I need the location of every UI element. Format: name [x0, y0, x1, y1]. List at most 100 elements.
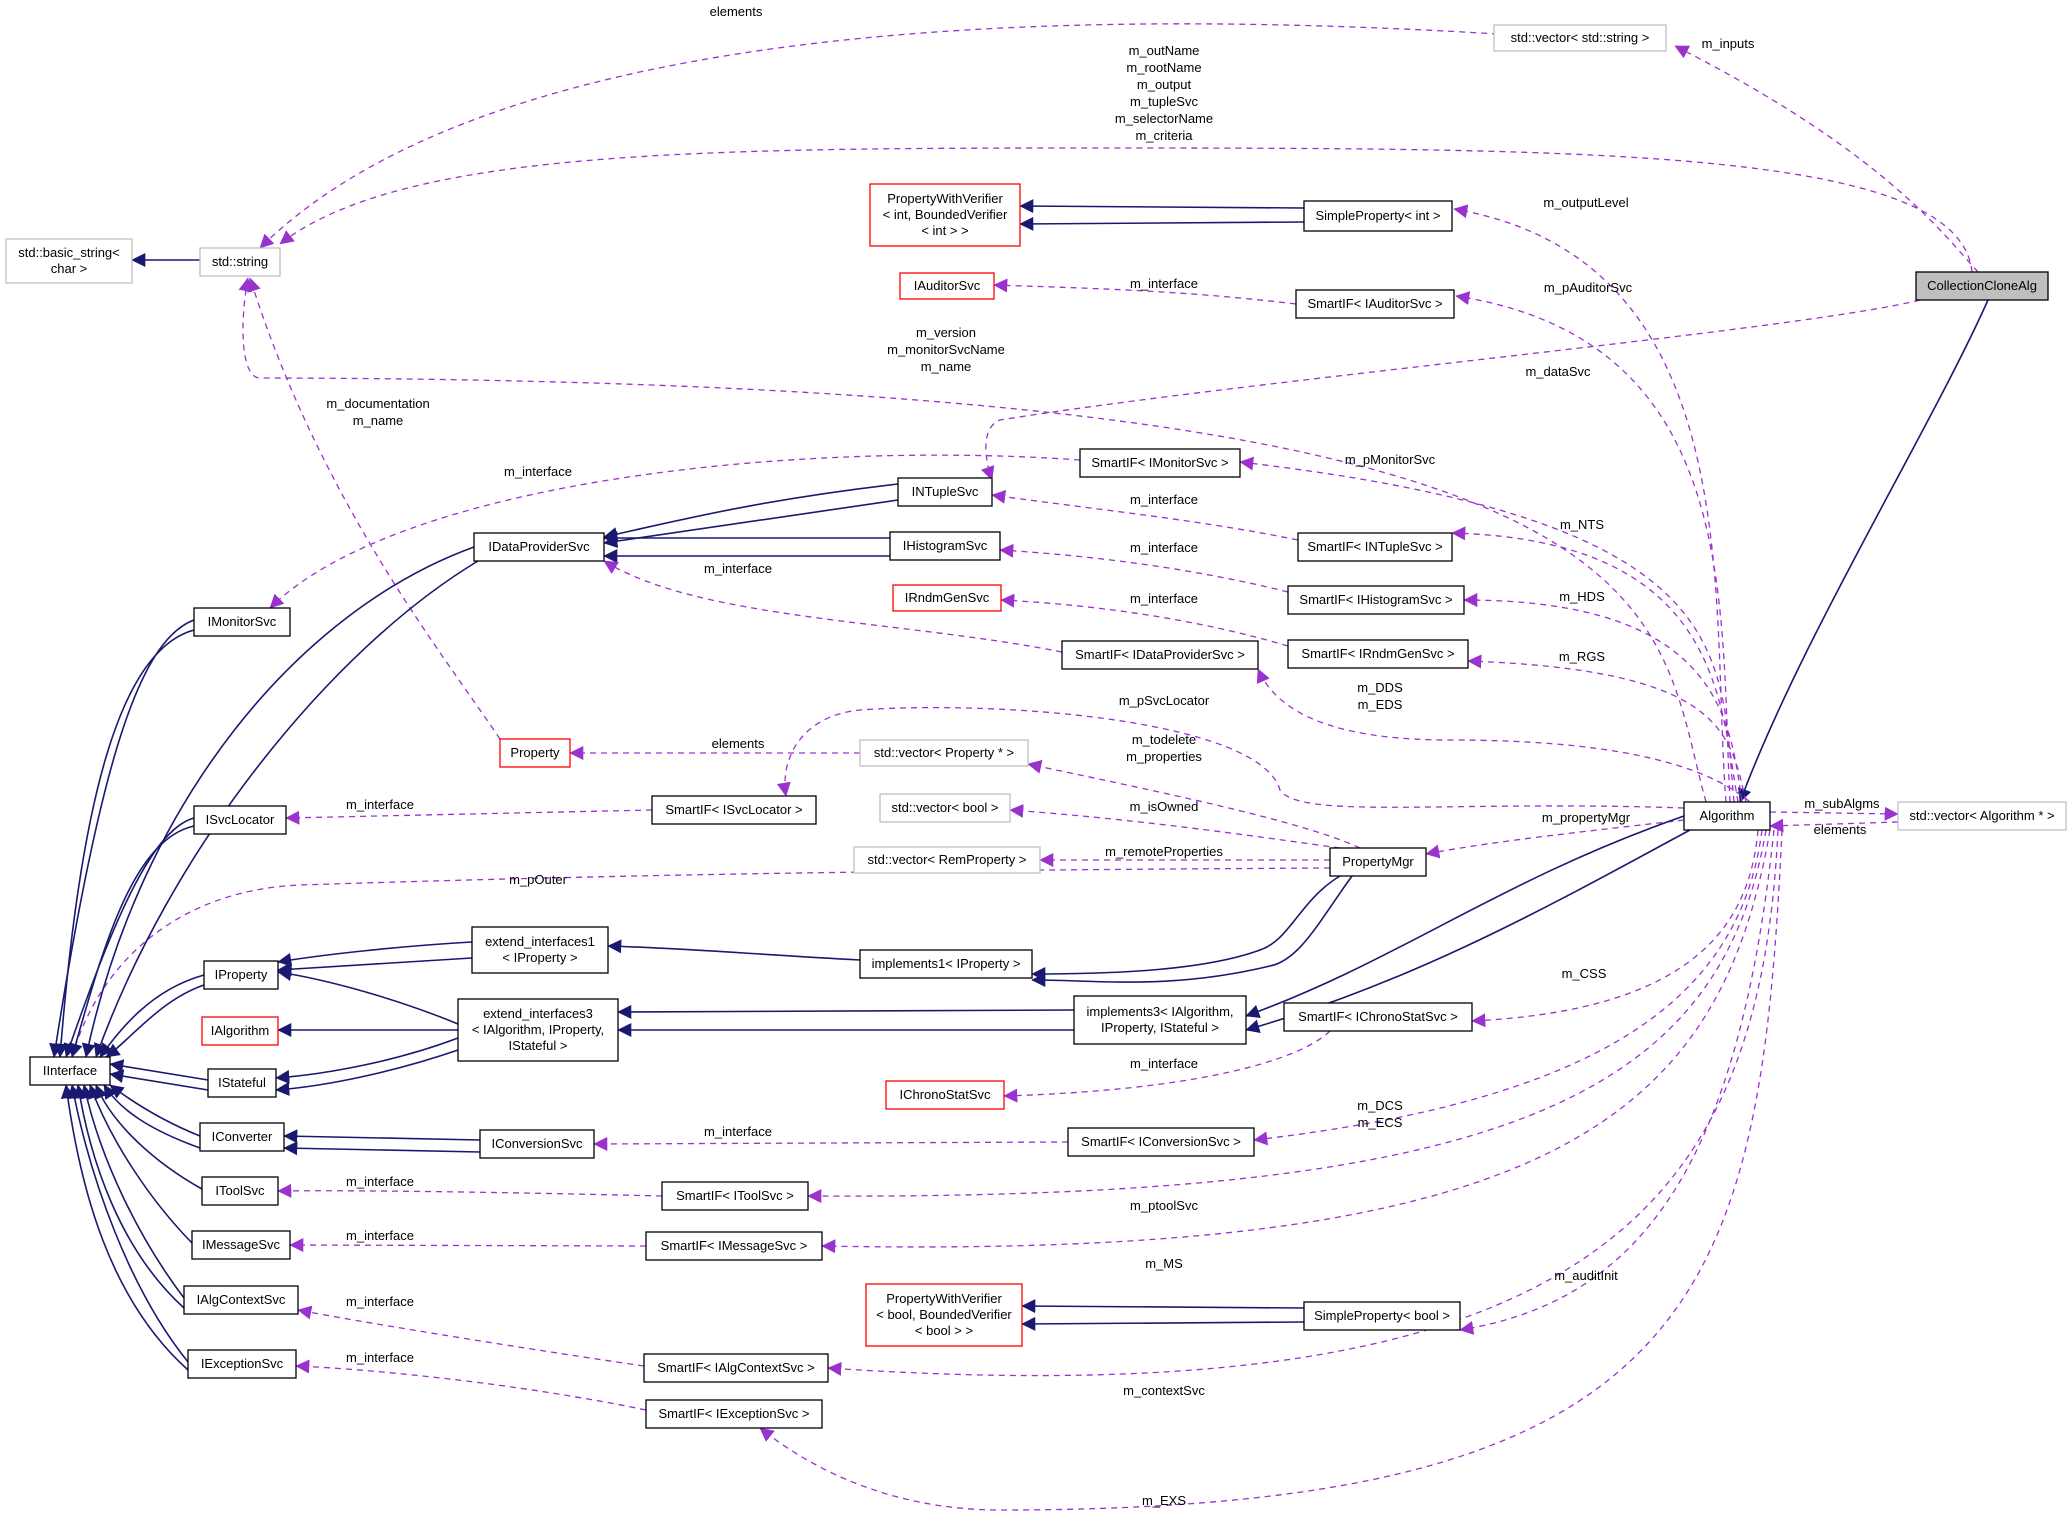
class-node-SIFChrono[interactable]: SmartIF< IChronoStatSvc > — [1283, 1002, 1473, 1032]
edge-label-el_inputs: m_inputs — [1702, 36, 1755, 51]
class-node-impl1[interactable]: implements1< IProperty > — [859, 949, 1033, 979]
class-node-SIFHist[interactable]: SmartIF< IHistogramSvc > — [1287, 585, 1465, 615]
class-name-line: std::string — [212, 254, 268, 269]
edge-label-el_ptoolSvc: m_ptoolSvc — [1130, 1198, 1198, 1213]
edge-label-text: m_pSvcLocator — [1119, 693, 1210, 708]
class-box — [859, 739, 1029, 767]
class-node-IAuditorSvc[interactable]: IAuditorSvc — [899, 272, 995, 300]
class-node-SIFDataProv[interactable]: SmartIF< IDataProviderSvc > — [1061, 640, 1259, 670]
class-node-INTupleSvc[interactable]: INTupleSvc — [897, 477, 993, 507]
class-box — [193, 607, 291, 637]
class-node-IChronoStatSvc[interactable]: IChronoStatSvc — [885, 1080, 1005, 1110]
edge-label-el_dataprov_iface: m_interface — [704, 561, 772, 576]
class-node-vecAlg[interactable]: std::vector< Algorithm * > — [1897, 801, 2067, 831]
class-box — [1329, 847, 1427, 877]
class-box — [865, 1283, 1023, 1347]
class-node-IExceptionSvc[interactable]: IExceptionSvc — [187, 1349, 297, 1379]
class-node-SIFAuditor[interactable]: SmartIF< IAuditorSvc > — [1295, 289, 1455, 319]
class-box — [193, 805, 287, 835]
class-node-SIFMonitor[interactable]: SmartIF< IMonitorSvc > — [1079, 448, 1241, 478]
class-box — [1067, 1127, 1255, 1157]
class-node-PWVbool[interactable]: PropertyWithVerifier< bool, BoundedVerif… — [865, 1283, 1023, 1347]
edge-label-el_pMonitorSvc: m_pMonitorSvc — [1345, 452, 1436, 467]
edge-label-el_chrono_iface: m_interface — [1130, 1056, 1198, 1071]
class-node-IDataProviderSvc[interactable]: IDataProviderSvc — [473, 532, 605, 562]
usage-edge-39 — [1253, 829, 1763, 1146]
class-node-SIFAlgCtx[interactable]: SmartIF< IAlgContextSvc > — [643, 1353, 829, 1383]
inheritance-edge-66 — [283, 1141, 481, 1156]
class-node-CollectionCloneAlg[interactable]: CollectionCloneAlg — [1915, 271, 2049, 301]
class-name-line: IExceptionSvc — [201, 1356, 284, 1371]
class-box — [651, 795, 817, 825]
class-node-SIFSvcLoc[interactable]: SmartIF< ISvcLocator > — [651, 795, 817, 825]
class-node-IInterface[interactable]: IInterface — [29, 1056, 111, 1086]
class-node-IAlgContextSvc[interactable]: IAlgContextSvc — [183, 1285, 299, 1315]
edge-label-el_prop_elements: elements — [712, 736, 765, 751]
class-name-line: CollectionCloneAlg — [1927, 278, 2037, 293]
inheritance-edge-70 — [54, 629, 195, 1058]
class-node-SIFRndm[interactable]: SmartIF< IRndmGenSvc > — [1287, 639, 1469, 669]
class-box — [207, 1068, 277, 1098]
inheritance-edge-72 — [68, 825, 195, 1058]
usage-edge-30 — [285, 809, 653, 825]
class-node-SIFTool[interactable]: SmartIF< IToolSvc > — [661, 1181, 809, 1211]
class-node-Property[interactable]: Property — [499, 738, 571, 768]
class-node-IToolSvc[interactable]: IToolSvc — [201, 1176, 279, 1206]
class-node-IAlgorithm[interactable]: IAlgorithm — [201, 1016, 279, 1046]
edge-label-text: m_contextSvc — [1123, 1383, 1205, 1398]
class-node-IMessageSvc[interactable]: IMessageSvc — [191, 1230, 291, 1260]
edge-label-el_elements_top: elements — [710, 4, 763, 19]
class-node-IMonitorSvc[interactable]: IMonitorSvc — [193, 607, 291, 637]
class-node-vecRem[interactable]: std::vector< RemProperty > — [853, 846, 1041, 874]
class-node-SIFNTuple[interactable]: SmartIF< INTupleSvc > — [1297, 532, 1453, 562]
class-node-ext3[interactable]: extend_interfaces3< IAlgorithm, IPropert… — [457, 998, 619, 1062]
edge-label-el_auditor_iface: m_interface — [1130, 276, 1198, 291]
class-name-line: SmartIF< IHistogramSvc > — [1299, 592, 1452, 607]
class-node-Algorithm[interactable]: Algorithm — [1683, 801, 1771, 831]
class-node-PropertyMgr[interactable]: PropertyMgr — [1329, 847, 1427, 877]
class-node-SPint[interactable]: SimpleProperty< int > — [1303, 200, 1453, 232]
edge-label-el_MS: m_MS — [1145, 1256, 1183, 1271]
class-node-IHistogramSvc[interactable]: IHistogramSvc — [889, 531, 1001, 561]
class-node-impl3[interactable]: implements3< IAlgorithm,IProperty, IStat… — [1073, 995, 1247, 1045]
class-node-ISvcLocator[interactable]: ISvcLocator — [193, 805, 287, 835]
class-node-IConverter[interactable]: IConverter — [199, 1122, 285, 1152]
usage-edge-38 — [1003, 1030, 1331, 1103]
class-node-IStateful[interactable]: IStateful — [207, 1068, 277, 1098]
class-box — [1303, 200, 1453, 232]
class-node-vecProp[interactable]: std::vector< Property * > — [859, 739, 1029, 767]
class-name-line: IInterface — [43, 1063, 97, 1078]
class-node-SIFExc[interactable]: SmartIF< IExceptionSvc > — [645, 1399, 823, 1429]
class-node-basicstring[interactable]: std::basic_string<char > — [5, 238, 133, 284]
class-name-line: SmartIF< IAuditorSvc > — [1307, 296, 1442, 311]
class-box — [879, 793, 1011, 823]
class-node-SIFConv[interactable]: SmartIF< IConversionSvc > — [1067, 1127, 1255, 1157]
edge-label-el_svcloc_iface: m_interface — [346, 797, 414, 812]
class-name-line: SmartIF< IConversionSvc > — [1081, 1134, 1241, 1149]
class-name-line: PropertyWithVerifier — [887, 191, 1003, 206]
class-node-IConversionSvc[interactable]: IConversionSvc — [479, 1129, 595, 1159]
class-node-ext1[interactable]: extend_interfaces1< IProperty > — [471, 926, 609, 974]
edge-label-text: m_interface — [704, 1124, 772, 1139]
class-node-stdstring[interactable]: std::string — [199, 247, 281, 277]
class-node-IProperty[interactable]: IProperty — [203, 960, 279, 990]
usage-edge-13 — [269, 454, 1081, 609]
usage-edge-2 — [259, 23, 1499, 249]
class-node-SIFMsg[interactable]: SmartIF< IMessageSvc > — [645, 1231, 823, 1261]
class-node-vecString[interactable]: std::vector< std::string > — [1493, 24, 1667, 52]
usage-edge-21 — [999, 543, 1289, 593]
usage-edge-46 — [827, 829, 1779, 1377]
class-node-SPbool[interactable]: SimpleProperty< bool > — [1303, 1301, 1461, 1331]
class-name-line: INTupleSvc — [912, 484, 979, 499]
edge-label-text: m_criteria — [1135, 128, 1193, 143]
edge-label-text: m_EDS — [1358, 697, 1403, 712]
class-node-vecBool[interactable]: std::vector< bool > — [879, 793, 1011, 823]
class-name-line: IMonitorSvc — [208, 614, 277, 629]
class-name-line: IMessageSvc — [202, 1237, 281, 1252]
class-node-PWVint[interactable]: PropertyWithVerifier< int, BoundedVerifi… — [869, 183, 1021, 247]
usage-edge-22 — [1463, 593, 1743, 803]
class-name-line: < bool, BoundedVerifier — [876, 1307, 1012, 1322]
class-node-IRndmGenSvc[interactable]: IRndmGenSvc — [892, 584, 1002, 612]
edge-label-text: m_remoteProperties — [1105, 844, 1223, 859]
